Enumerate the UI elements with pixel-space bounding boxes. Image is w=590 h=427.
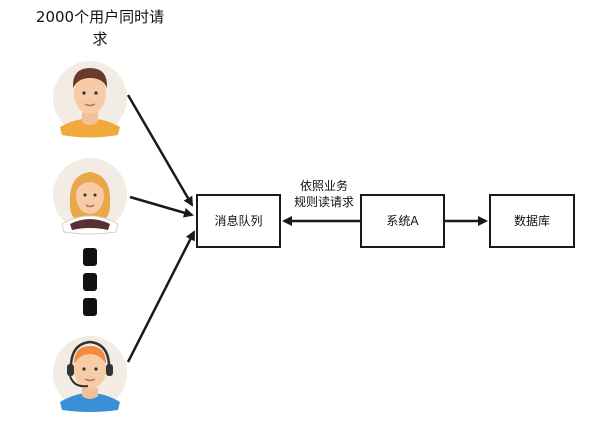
system-a-label: 系统A	[386, 214, 419, 228]
edge-label-line-2: 规则读请求	[294, 194, 354, 209]
system-a-node: 系统A	[360, 194, 445, 248]
arrow-user2-to-queue	[129, 195, 194, 218]
title-line-1: 2000个用户同时请	[36, 8, 164, 26]
headset-user-avatar	[53, 336, 127, 412]
arrow-user3-to-queue	[126, 230, 196, 363]
database-label: 数据库	[514, 213, 550, 228]
title-line-2: 求	[92, 30, 107, 48]
female-user-avatar	[53, 158, 127, 235]
arrow-user1-to-queue	[126, 94, 194, 207]
database-node: 数据库	[489, 194, 575, 248]
message-queue-label: 消息队列	[214, 213, 262, 228]
message-queue-node: 消息队列	[196, 194, 281, 248]
edge-label-line-1: 依照业务	[300, 178, 348, 193]
male-user-avatar	[53, 61, 127, 138]
ellipsis-dots	[83, 248, 97, 316]
